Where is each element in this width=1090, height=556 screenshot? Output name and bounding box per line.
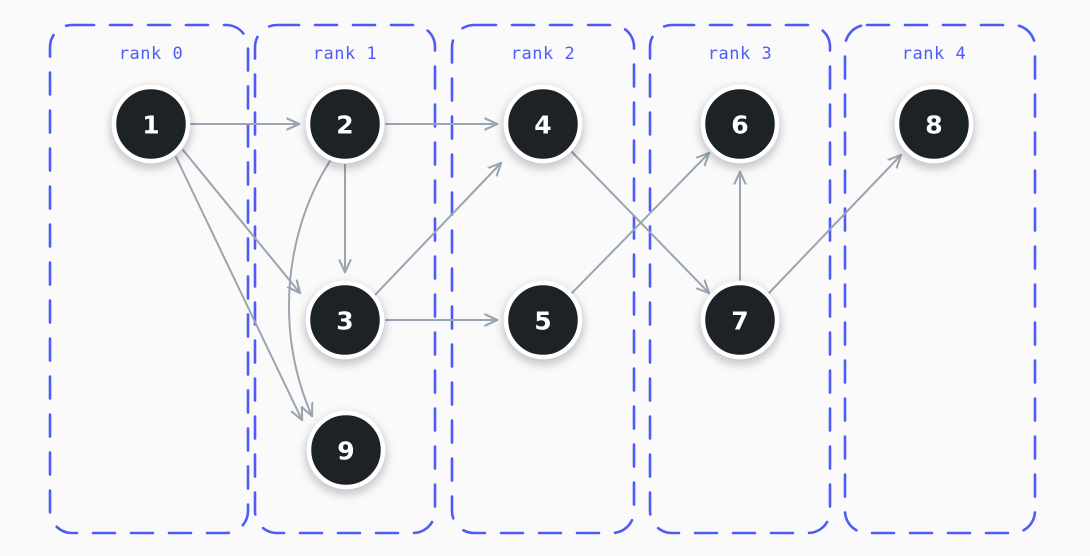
cluster-border-rank2 [450, 23, 636, 535]
edge-1-to-3 [182, 149, 300, 293]
graph-edges [175, 124, 901, 420]
node-circle-5[interactable] [503, 280, 583, 360]
edge-7-to-8 [768, 155, 901, 294]
node-circle-1[interactable] [111, 84, 191, 164]
node-circle-6[interactable] [700, 84, 780, 164]
node-1[interactable]: 1 [111, 84, 191, 164]
cluster-label-rank1: rank 1 [313, 44, 377, 64]
edge-1-to-9 [175, 156, 302, 420]
node-circle-9[interactable] [306, 410, 386, 490]
node-circle-8[interactable] [894, 84, 974, 164]
cluster-rank3: rank 3 [648, 23, 832, 535]
node-5[interactable]: 5 [503, 280, 583, 360]
cluster-border-rank1 [253, 23, 437, 535]
node-7[interactable]: 7 [700, 280, 780, 360]
cluster-label-rank4: rank 4 [902, 44, 966, 64]
node-3[interactable]: 3 [305, 280, 385, 360]
cluster-rank4: rank 4 [843, 23, 1037, 535]
cluster-rank1: rank 1 [253, 23, 437, 535]
node-9[interactable]: 9 [306, 410, 386, 490]
node-circle-2[interactable] [305, 84, 385, 164]
edge-2-to-9 [287, 160, 331, 416]
node-8[interactable]: 8 [894, 84, 974, 164]
cluster-border-rank0 [48, 23, 250, 535]
cluster-rank0: rank 0 [48, 23, 250, 535]
node-2[interactable]: 2 [305, 84, 385, 164]
node-4[interactable]: 4 [503, 84, 583, 164]
edge-5-to-6 [571, 153, 709, 294]
node-circle-3[interactable] [305, 280, 385, 360]
cluster-border-rank3 [648, 23, 832, 535]
edge-3-to-4 [374, 163, 501, 296]
cluster-label-rank0: rank 0 [119, 44, 183, 64]
graph-nodes: 1 2 3 9 4 5 6 7 8 [111, 84, 974, 490]
node-6[interactable]: 6 [700, 84, 780, 164]
cluster-label-rank3: rank 3 [708, 44, 772, 64]
rank-clusters: rank 0 rank 1 rank 2 rank 3 rank 4 [48, 23, 1037, 535]
cluster-label-rank2: rank 2 [511, 44, 575, 64]
cluster-rank2: rank 2 [450, 23, 636, 535]
node-circle-7[interactable] [700, 280, 780, 360]
node-circle-4[interactable] [503, 84, 583, 164]
